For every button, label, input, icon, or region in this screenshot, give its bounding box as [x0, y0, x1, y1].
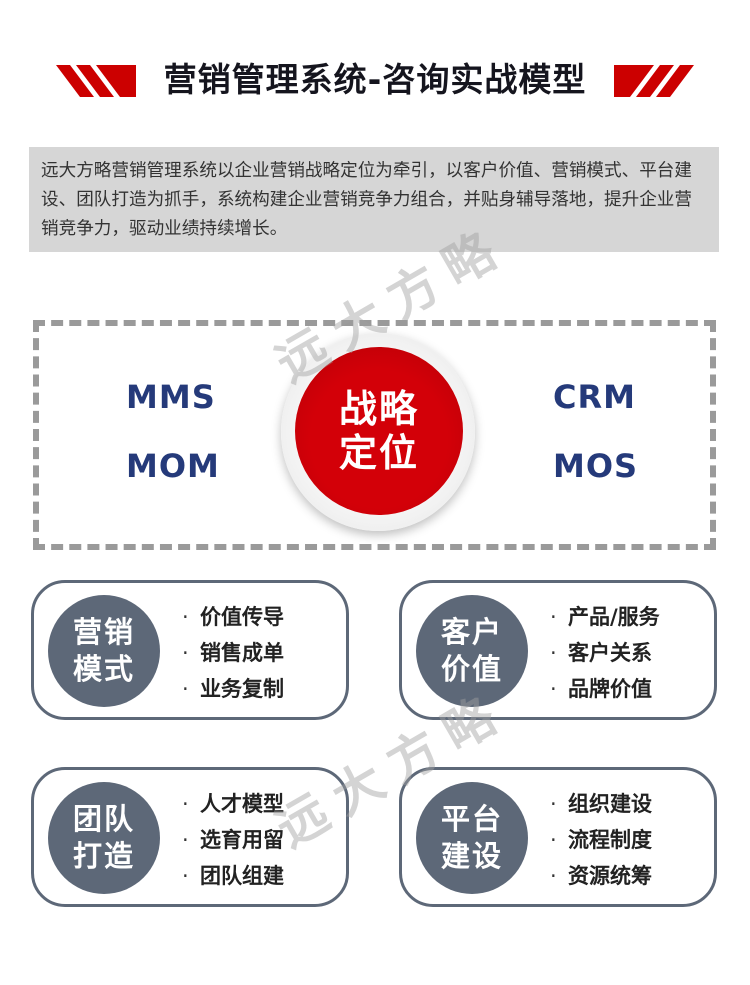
bullet-icon: · — [182, 792, 189, 816]
list-item: · 流程制度 — [550, 822, 652, 858]
bullet-icon: · — [182, 641, 189, 665]
badge-line-2: 模式 — [72, 652, 135, 686]
bullet-icon: · — [550, 864, 557, 888]
card-badge: 客户 价值 — [416, 595, 528, 707]
card-team-building: 团队 打造 · 人才模型 · 选育用留 · 团队组建 — [31, 767, 349, 907]
point-text: 资源统筹 — [568, 864, 652, 888]
badge-line-2: 建设 — [440, 839, 503, 873]
list-item: · 组织建设 — [550, 786, 652, 822]
list-item: · 价值传导 — [182, 599, 284, 635]
card-marketing-model: 营销 模式 · 价值传导 · 销售成单 · 业务复制 — [31, 580, 349, 720]
card-badge: 团队 打造 — [48, 782, 160, 894]
point-text: 团队组建 — [200, 864, 284, 888]
card-points: · 产品/服务 · 客户关系 · 品牌价值 — [550, 599, 660, 707]
list-item: · 人才模型 — [182, 786, 284, 822]
point-text: 价值传导 — [200, 605, 284, 629]
badge-line-2: 价值 — [440, 652, 503, 686]
strategy-core-circle: 战略 定位 — [281, 333, 475, 531]
bullet-icon: · — [182, 828, 189, 852]
point-text: 业务复制 — [200, 677, 284, 701]
bullet-icon: · — [550, 828, 557, 852]
stripe-decoration-left-icon — [56, 65, 136, 97]
point-text: 选育用留 — [200, 828, 284, 852]
badge-line-1: 客户 — [440, 615, 503, 649]
header: 营销管理系统-咨询实战模型 — [0, 55, 750, 105]
label-mos: MOS — [553, 447, 639, 485]
list-item: · 产品/服务 — [550, 599, 660, 635]
strategy-core-inner: 战略 定位 — [295, 347, 463, 515]
point-text: 产品/服务 — [568, 605, 660, 629]
page-title: 营销管理系统-咨询实战模型 — [163, 60, 587, 99]
list-item: · 销售成单 — [182, 635, 284, 671]
point-text: 组织建设 — [568, 792, 652, 816]
list-item: · 品牌价值 — [550, 671, 660, 707]
card-points: · 组织建设 · 流程制度 · 资源统筹 — [550, 786, 652, 894]
intro-text: 远大方略营销管理系统以企业营销战略定位为牵引，以客户价值、营销模式、平台建设、团… — [41, 161, 692, 239]
core-line-1: 战略 — [338, 387, 419, 431]
core-line-2: 定位 — [338, 431, 419, 475]
point-text: 销售成单 — [200, 641, 284, 665]
point-text: 品牌价值 — [568, 677, 652, 701]
card-badge: 营销 模式 — [48, 595, 160, 707]
bullet-icon: · — [550, 677, 557, 701]
bullet-icon: · — [550, 641, 557, 665]
badge-line-1: 平台 — [440, 802, 503, 836]
point-text: 人才模型 — [200, 792, 284, 816]
point-text: 流程制度 — [568, 828, 652, 852]
badge-line-1: 团队 — [72, 802, 135, 836]
list-item: · 团队组建 — [182, 858, 284, 894]
bullet-icon: · — [550, 605, 557, 629]
label-crm: CRM — [553, 378, 636, 416]
list-item: · 客户关系 — [550, 635, 660, 671]
intro-panel: 远大方略营销管理系统以企业营销战略定位为牵引，以客户价值、营销模式、平台建设、团… — [29, 147, 719, 252]
bullet-icon: · — [182, 605, 189, 629]
strategy-diagram-frame — [33, 320, 716, 550]
point-text: 客户关系 — [568, 641, 652, 665]
card-customer-value: 客户 价值 · 产品/服务 · 客户关系 · 品牌价值 — [399, 580, 717, 720]
label-mms: MMS — [126, 378, 216, 416]
list-item: · 选育用留 — [182, 822, 284, 858]
card-points: · 人才模型 · 选育用留 · 团队组建 — [182, 786, 284, 894]
card-badge: 平台 建设 — [416, 782, 528, 894]
badge-line-1: 营销 — [72, 615, 135, 649]
label-mom: MOM — [126, 447, 220, 485]
list-item: · 业务复制 — [182, 671, 284, 707]
bullet-icon: · — [182, 864, 189, 888]
bullet-icon: · — [182, 677, 189, 701]
badge-line-2: 打造 — [72, 839, 135, 873]
bullet-icon: · — [550, 792, 557, 816]
card-points: · 价值传导 · 销售成单 · 业务复制 — [182, 599, 284, 707]
card-platform-building: 平台 建设 · 组织建设 · 流程制度 · 资源统筹 — [399, 767, 717, 907]
stripe-decoration-right-icon — [614, 65, 694, 97]
list-item: · 资源统筹 — [550, 858, 652, 894]
